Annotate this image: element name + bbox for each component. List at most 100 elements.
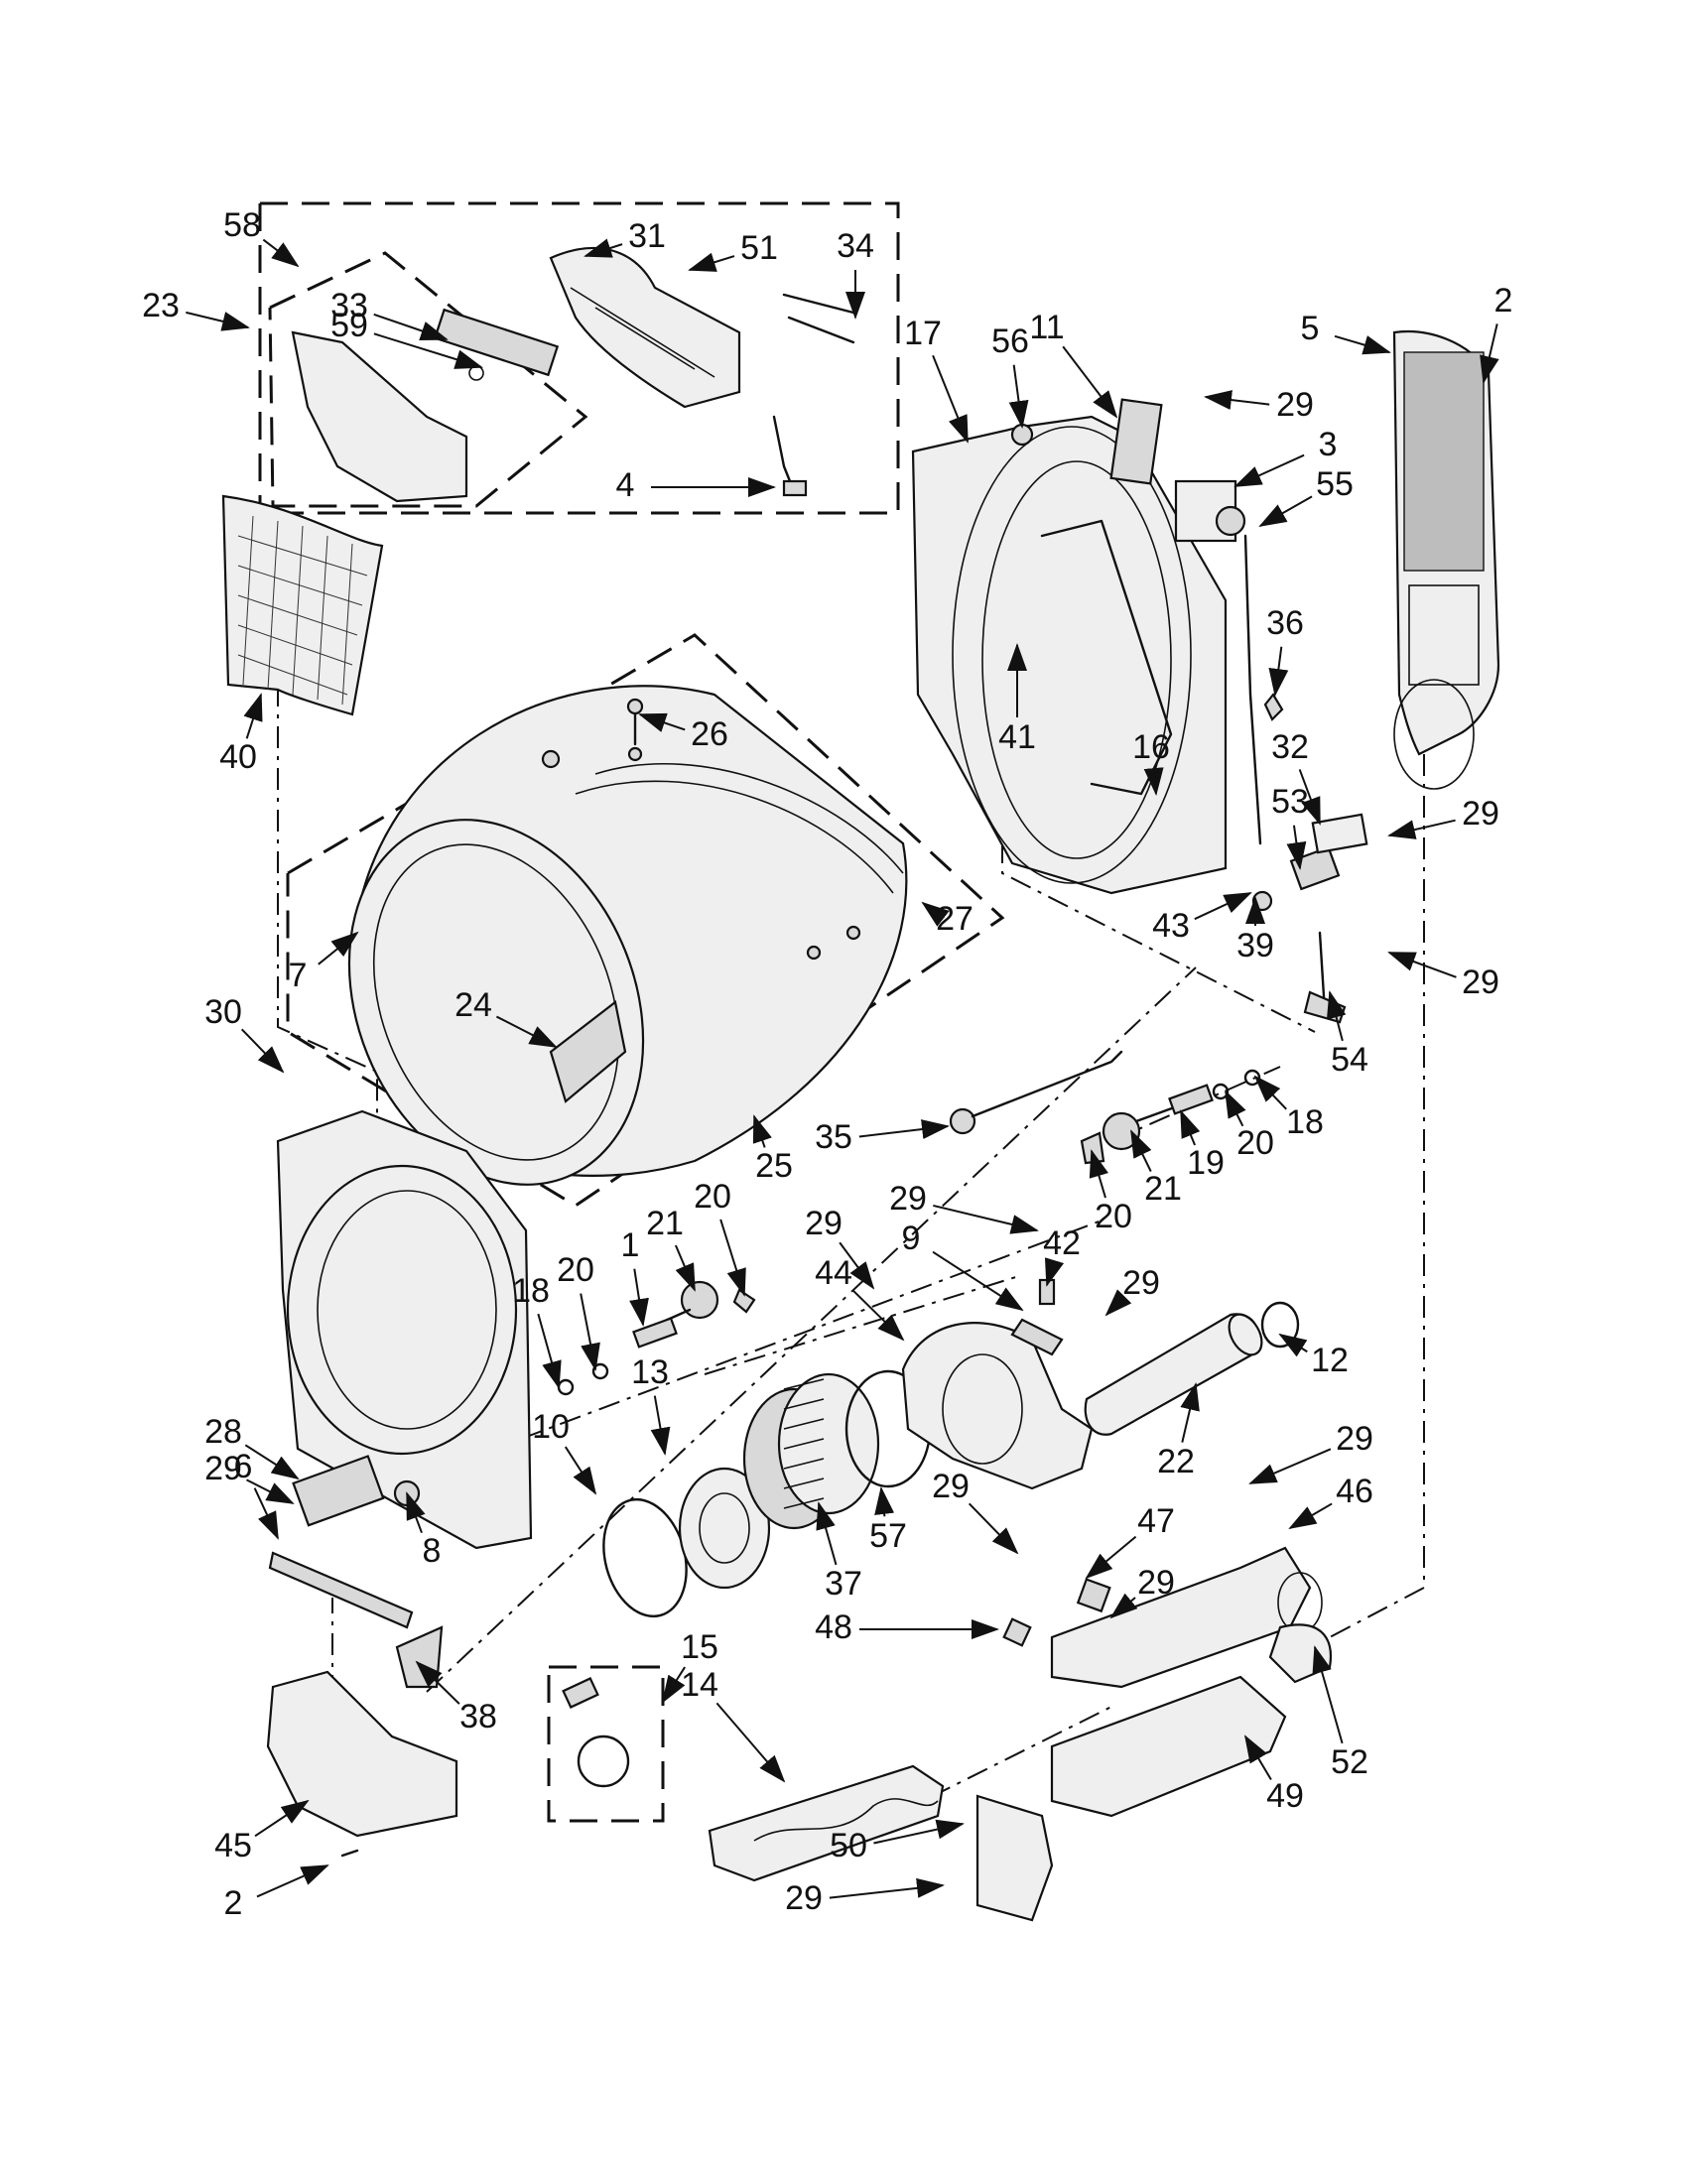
callout-c30: 30 [204, 993, 285, 1074]
callout-leader [674, 1244, 696, 1292]
callout-label: 20 [1236, 1124, 1274, 1162]
callout-label: 18 [1286, 1103, 1324, 1141]
callout-leader [1204, 390, 1270, 410]
callout-label: 29 [785, 1879, 823, 1917]
callout-c42: 42 [1043, 1224, 1081, 1287]
callout-leader [1044, 1257, 1065, 1287]
lint-screen-40 [221, 494, 384, 716]
callout-label: 57 [869, 1517, 907, 1555]
callout-label: 59 [330, 307, 368, 344]
callout-label: 26 [691, 715, 728, 753]
callout-c29a: 29 [1204, 386, 1314, 424]
callout-c29h: 29 [1248, 1420, 1373, 1484]
callout-c20c: 20 [694, 1178, 746, 1297]
callout-label: 25 [755, 1147, 793, 1185]
callout-c39: 39 [1236, 896, 1274, 964]
callout-c2a: 2 [1480, 282, 1512, 384]
callout-label: 31 [628, 217, 666, 255]
burner-14 [708, 1764, 945, 1882]
callout-c57: 57 [869, 1486, 907, 1555]
callout-leader [1312, 1645, 1344, 1744]
callout-leader [874, 1486, 895, 1517]
duct-45 [266, 1670, 458, 1858]
exhaust-tube-22 [1084, 1301, 1300, 1436]
wire-harness-34 [782, 293, 855, 344]
callout-c14: 14 [681, 1666, 786, 1783]
callout-leader [1143, 767, 1164, 796]
callout-label: 20 [557, 1251, 594, 1289]
callout-c12: 12 [1278, 1333, 1349, 1379]
callout-label: 23 [142, 287, 180, 324]
callout-label: 37 [825, 1565, 862, 1603]
callout-leader [650, 1395, 671, 1456]
callout-label: 35 [815, 1118, 852, 1156]
callout-label: 46 [1336, 1473, 1373, 1510]
callout-label: 29 [1276, 386, 1314, 424]
callout-label: 27 [936, 900, 973, 938]
callout-label: 53 [1271, 783, 1309, 821]
callout-leader [1180, 1382, 1200, 1443]
callout-c41: 41 [998, 643, 1036, 756]
callout-leader [246, 1478, 295, 1504]
callout-label: 29 [204, 1450, 242, 1487]
callout-leader [1085, 1535, 1137, 1580]
callout-label: 45 [214, 1827, 252, 1864]
callout-leader [253, 1487, 279, 1540]
callout-c4: 4 [616, 466, 776, 504]
callout-label: 21 [646, 1205, 684, 1242]
bracket-9 [1010, 1318, 1064, 1356]
callout-label: 1 [621, 1226, 640, 1264]
callout-label: 54 [1331, 1041, 1368, 1079]
callout-c10: 10 [532, 1408, 597, 1495]
callout-c28: 28 [204, 1413, 300, 1480]
bracket-11 [1109, 398, 1163, 485]
callout-c24: 24 [454, 986, 558, 1048]
callout-label: 24 [454, 986, 492, 1024]
callout-leader [1225, 1090, 1246, 1127]
callout-label: 41 [998, 718, 1036, 756]
callout-c29g: 29 [204, 1450, 295, 1504]
callout-leader [688, 252, 735, 272]
callout-label: 22 [1157, 1443, 1195, 1480]
callout-c38: 38 [415, 1660, 497, 1735]
callout-leader [244, 1444, 300, 1480]
callout-leader [1089, 1149, 1108, 1199]
callout-leader [968, 1502, 1019, 1555]
callout-leader [1180, 1109, 1201, 1146]
callout-c47: 47 [1085, 1502, 1175, 1580]
callout-label: 28 [204, 1413, 242, 1451]
callout-c29i: 29 [932, 1468, 1019, 1555]
callout-label: 39 [1236, 927, 1274, 964]
callout-c9: 9 [902, 1220, 1024, 1312]
callout-c29d: 29 [889, 1180, 1039, 1234]
callout-label: 16 [1132, 728, 1170, 766]
callout-label: 14 [681, 1666, 718, 1704]
callout-leader [932, 1250, 1024, 1312]
callout-leader [816, 1501, 838, 1566]
rear-panel-5 [1392, 330, 1500, 790]
callout-label: 15 [681, 1628, 718, 1666]
baffle-24 [549, 1000, 627, 1103]
callout-c37: 37 [816, 1501, 862, 1603]
callout-leader [318, 931, 359, 965]
callout-c20a: 20 [1225, 1090, 1274, 1162]
callout-c7: 7 [289, 931, 359, 994]
callout-leader [537, 1313, 562, 1389]
callout-c15: 15 [661, 1628, 718, 1704]
screw-26 [626, 698, 644, 746]
callout-c11: 11 [1029, 309, 1118, 419]
callout-leader [1248, 1448, 1332, 1484]
callout-c54: 54 [1326, 990, 1368, 1079]
callout-c22: 22 [1157, 1382, 1200, 1480]
callout-c29c: 29 [1387, 952, 1499, 1001]
callout-label: 56 [991, 322, 1029, 360]
callout-c52: 52 [1312, 1645, 1368, 1781]
callout-leader [638, 712, 686, 732]
blower-wheel-37 [742, 1372, 880, 1530]
callout-leader [406, 1491, 426, 1534]
callout-leader [719, 1219, 746, 1297]
callout-leader [858, 1119, 950, 1139]
callout-label: 49 [1266, 1777, 1304, 1815]
sensor-4 [772, 415, 808, 497]
